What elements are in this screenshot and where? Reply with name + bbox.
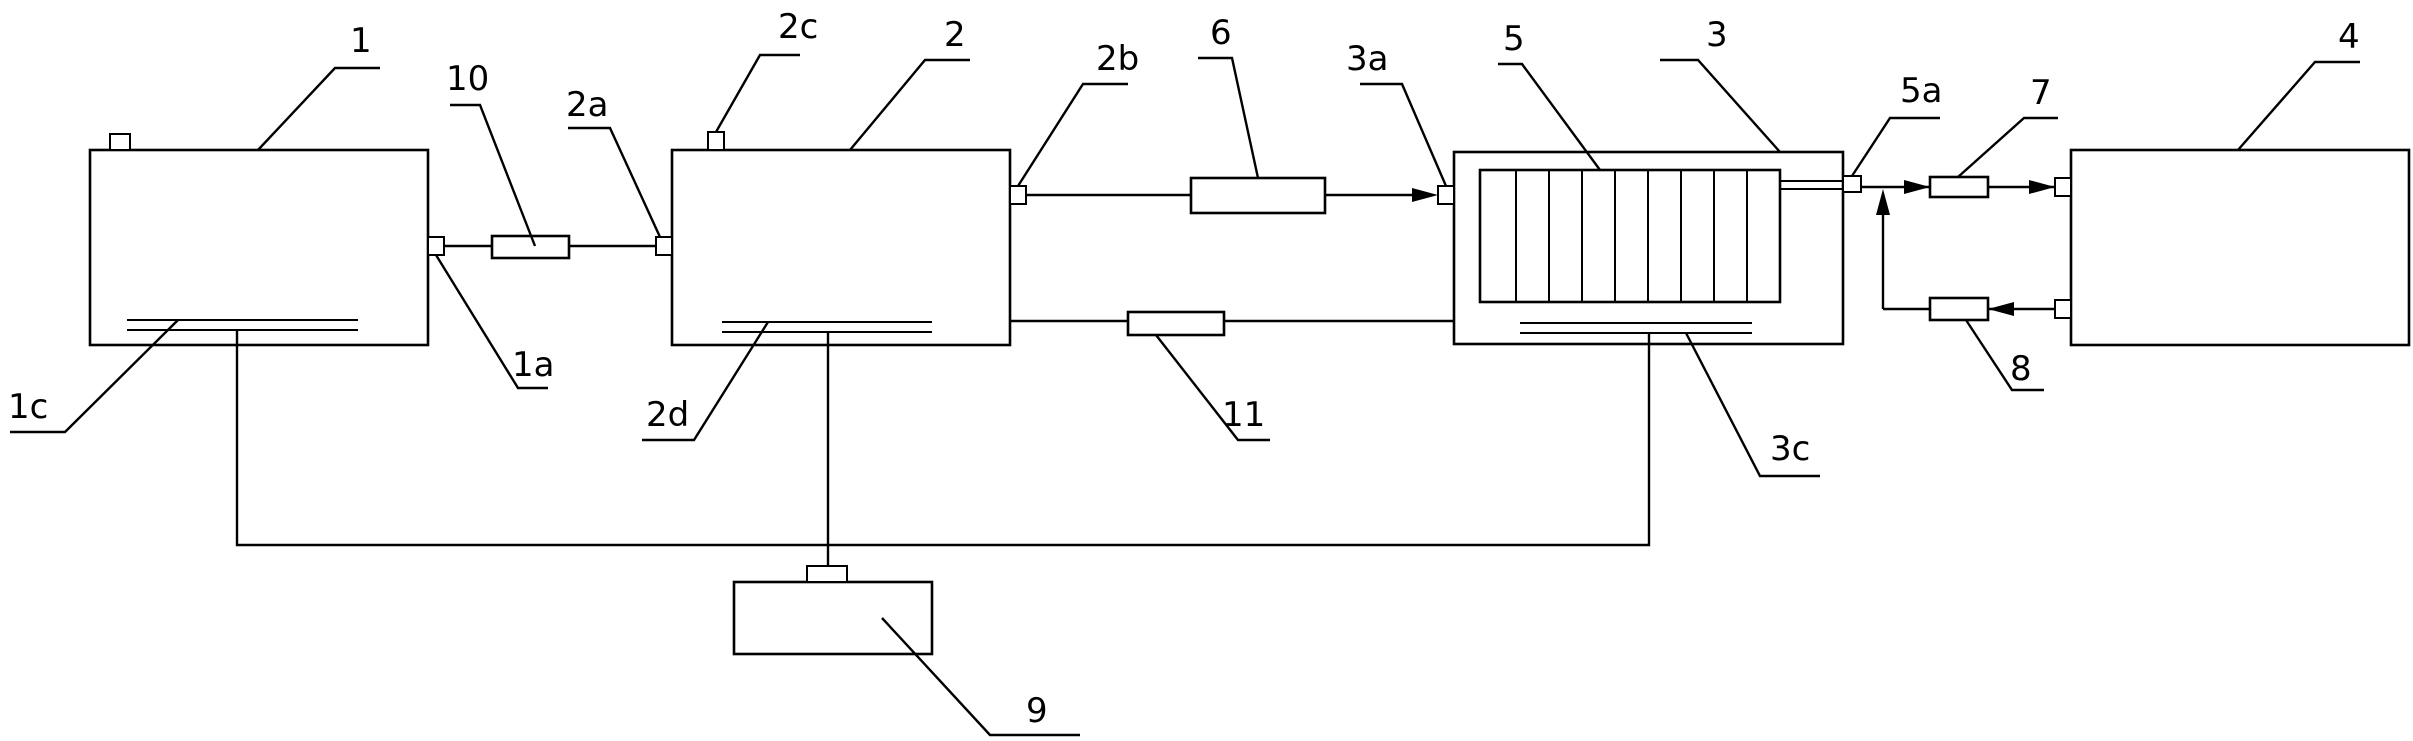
label-2: 2 <box>944 15 966 55</box>
port-3a <box>1437 185 1455 205</box>
label-2b: 2b <box>1096 39 1139 79</box>
label-8: 8 <box>2010 349 2032 389</box>
port-2a <box>655 236 673 256</box>
component-7 <box>1928 175 1990 199</box>
label-5a: 5a <box>1900 71 1942 111</box>
label-3a: 3a <box>1346 39 1388 79</box>
arrow-up-riser <box>1876 189 1890 215</box>
component-6 <box>1189 176 1327 215</box>
module-5 <box>1478 168 1782 304</box>
label-4: 4 <box>2338 17 2360 57</box>
port-4-out <box>2054 299 2072 319</box>
arrow-into-7 <box>1904 180 1930 194</box>
port-1a <box>427 236 445 256</box>
arrow-into-4 <box>2029 180 2055 194</box>
tank-1-top-cap <box>109 133 131 151</box>
label-2a: 2a <box>566 85 608 125</box>
label-3: 3 <box>1706 15 1728 55</box>
port-2b <box>1009 185 1027 205</box>
tank-2 <box>655 131 1027 347</box>
label-11: 11 <box>1222 395 1265 435</box>
tank-1 <box>88 133 445 347</box>
control-line <box>235 330 1651 547</box>
label-6: 6 <box>1210 13 1232 53</box>
label-3c: 3c <box>1770 429 1810 469</box>
leader-lines <box>10 53 2360 737</box>
label-5: 5 <box>1503 19 1525 59</box>
controller-9 <box>732 565 934 656</box>
label-1: 1 <box>350 21 372 61</box>
label-7: 7 <box>2030 73 2052 113</box>
component-8 <box>1928 296 1990 322</box>
label-9: 9 <box>1026 691 1048 731</box>
port-4-in <box>2054 177 2072 197</box>
label-2d: 2d <box>646 395 689 435</box>
label-10: 10 <box>446 59 489 99</box>
arrow-into-3a <box>1412 188 1438 202</box>
port-2c <box>707 131 725 151</box>
label-2c: 2c <box>778 7 818 47</box>
component-11 <box>1126 310 1226 337</box>
component-10 <box>490 234 571 260</box>
label-1a: 1a <box>512 345 554 385</box>
port-5a <box>1842 175 1862 193</box>
tank-4 <box>2054 148 2411 347</box>
arrow-into-8 <box>1988 302 2014 316</box>
label-1c: 1c <box>8 387 48 427</box>
